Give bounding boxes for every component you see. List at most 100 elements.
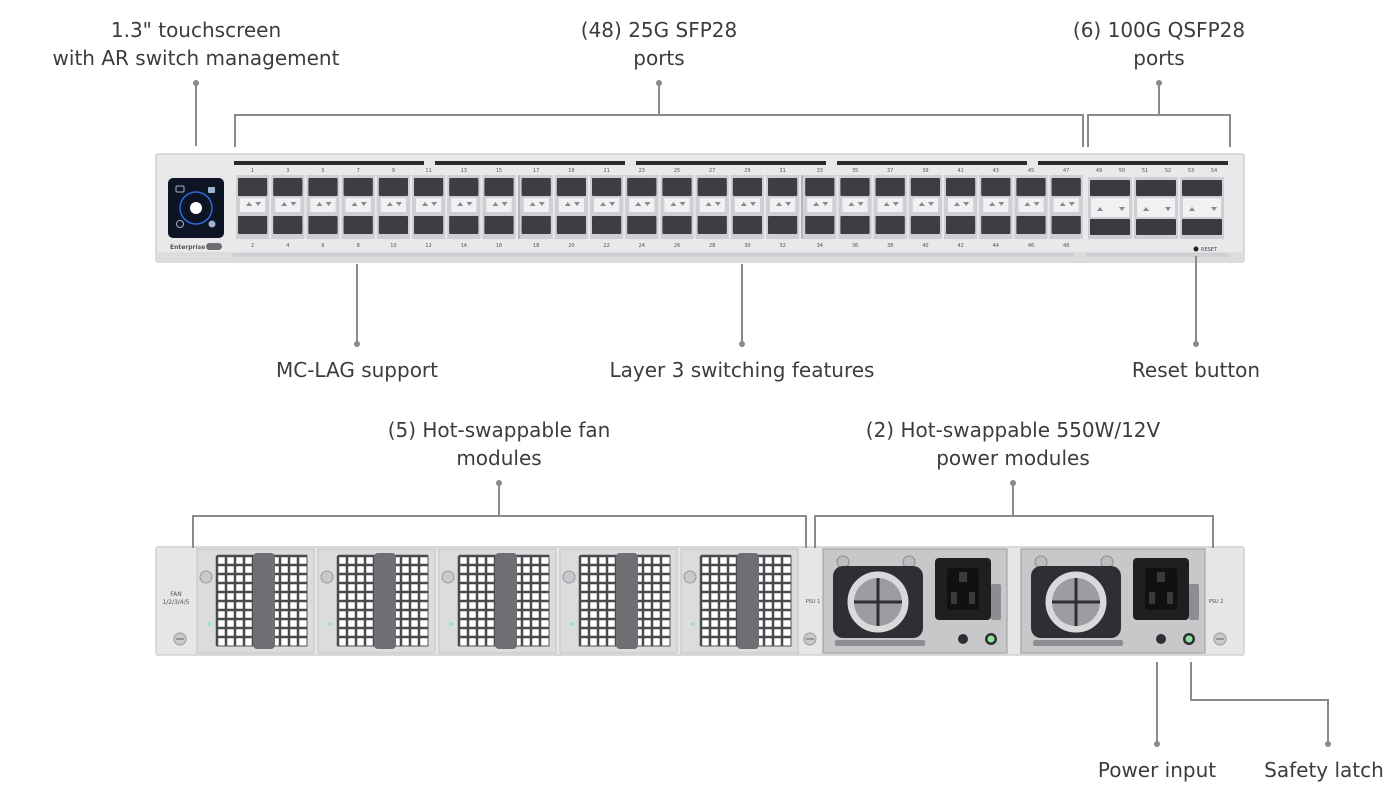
sfp28-port-latch (948, 198, 974, 212)
fan-module[interactable] (196, 548, 315, 654)
sfp28-port-number: 11 (425, 168, 431, 174)
fan-handle[interactable] (374, 553, 396, 649)
sfp28-port[interactable] (840, 178, 870, 196)
sfp28-port-latch (594, 198, 620, 212)
qsfp28-port[interactable] (1182, 219, 1222, 235)
sfp28-port[interactable] (1016, 178, 1046, 196)
psu-handle[interactable] (1033, 640, 1123, 646)
sfp28-port[interactable] (697, 178, 727, 196)
fan-handle[interactable] (737, 553, 759, 649)
psu2-label: PSU 2 (1209, 599, 1224, 605)
sfp28-port[interactable] (1051, 216, 1081, 234)
status-led-icon (328, 622, 332, 626)
fan-handle[interactable] (616, 553, 638, 649)
sfp28-port-number: 8 (357, 243, 360, 249)
sfp28-port-latch (451, 198, 477, 212)
sfp28-port[interactable] (308, 216, 338, 234)
sfp28-port-number: 6 (321, 243, 324, 249)
qsfp28-port[interactable] (1136, 219, 1176, 235)
fan-handle[interactable] (495, 553, 517, 649)
sfp28-port[interactable] (875, 178, 905, 196)
sfp28-port[interactable] (910, 178, 940, 196)
psu-handle[interactable] (835, 640, 925, 646)
sfp28-port-latch (983, 198, 1009, 212)
sfp28-port-latch (877, 198, 903, 212)
reset-button[interactable] (1193, 246, 1199, 252)
power-module[interactable] (1020, 548, 1206, 654)
psu-indicator-icon (958, 634, 968, 644)
sfp28-port[interactable] (768, 216, 798, 234)
sfp28-port[interactable] (662, 216, 692, 234)
sfp28-port[interactable] (238, 178, 268, 196)
bracket-fans (192, 515, 807, 548)
safety-latch[interactable] (991, 584, 1001, 620)
sfp28-port[interactable] (273, 178, 303, 196)
sfp28-port[interactable] (1016, 216, 1046, 234)
fan-module[interactable] (438, 548, 557, 654)
bracket-qsfp28 (1087, 114, 1231, 147)
sfp28-port[interactable] (592, 216, 622, 234)
sfp28-port-number: 48 (1063, 243, 1069, 249)
sfp28-port[interactable] (805, 216, 835, 234)
arrow-up-icon (740, 202, 747, 206)
fan-module[interactable] (680, 548, 799, 654)
sfp28-port[interactable] (414, 178, 444, 196)
sfp28-port[interactable] (840, 216, 870, 234)
sfp28-port[interactable] (875, 216, 905, 234)
sfp28-port[interactable] (449, 216, 479, 234)
sfp28-port[interactable] (768, 178, 798, 196)
sfp28-port[interactable] (627, 178, 657, 196)
sfp28-port[interactable] (521, 178, 551, 196)
sfp28-port[interactable] (1051, 178, 1081, 196)
sfp28-port[interactable] (556, 216, 586, 234)
qsfp28-port[interactable] (1136, 180, 1176, 196)
sfp28-port[interactable] (343, 178, 373, 196)
leader-sfp28 (658, 83, 660, 115)
sfp28-port[interactable] (946, 178, 976, 196)
sfp28-port-number: 38 (887, 243, 893, 249)
sfp28-port[interactable] (981, 178, 1011, 196)
sfp28-port[interactable] (484, 178, 514, 196)
arrow-down-icon (714, 202, 721, 206)
sfp28-port[interactable] (378, 178, 408, 196)
sfp28-port-latch (842, 198, 868, 212)
qsfp28-port[interactable] (1090, 219, 1130, 235)
sfp28-port[interactable] (414, 216, 444, 234)
sfp28-port[interactable] (732, 216, 762, 234)
sfp28-port[interactable] (981, 216, 1011, 234)
sfp28-port[interactable] (697, 216, 727, 234)
sfp28-port[interactable] (273, 216, 303, 234)
fan-module[interactable] (317, 548, 436, 654)
sfp28-port[interactable] (805, 178, 835, 196)
safety-latch[interactable] (1189, 584, 1199, 620)
leader-dot-safety-latch (1325, 741, 1331, 747)
qsfp28-port[interactable] (1182, 180, 1222, 196)
power-module[interactable] (822, 548, 1008, 654)
sfp28-port[interactable] (449, 178, 479, 196)
sfp28-port[interactable] (238, 216, 268, 234)
sfp28-port[interactable] (946, 216, 976, 234)
arrow-up-icon (1024, 202, 1031, 206)
fan-handle[interactable] (253, 553, 275, 649)
sfp28-port[interactable] (732, 178, 762, 196)
sfp28-port[interactable] (343, 216, 373, 234)
qsfp28-port[interactable] (1090, 180, 1130, 196)
sfp28-port[interactable] (662, 178, 692, 196)
sfp28-port[interactable] (378, 216, 408, 234)
sfp28-port[interactable] (308, 178, 338, 196)
sfp28-port-number: 5 (321, 168, 324, 174)
sfp28-port-number: 4 (286, 243, 289, 249)
sfp28-port-number: 45 (1028, 168, 1034, 174)
sfp28-port[interactable] (484, 216, 514, 234)
sfp28-port[interactable] (521, 216, 551, 234)
fan-module[interactable] (559, 548, 678, 654)
sfp28-port[interactable] (910, 216, 940, 234)
arrow-down-icon (998, 202, 1005, 206)
sfp28-port[interactable] (627, 216, 657, 234)
arrow-up-icon (1143, 207, 1149, 211)
sfp28-port-number: 44 (993, 243, 999, 249)
sfp28-port[interactable] (556, 178, 586, 196)
status-led-icon (570, 622, 574, 626)
sfp28-port[interactable] (592, 178, 622, 196)
